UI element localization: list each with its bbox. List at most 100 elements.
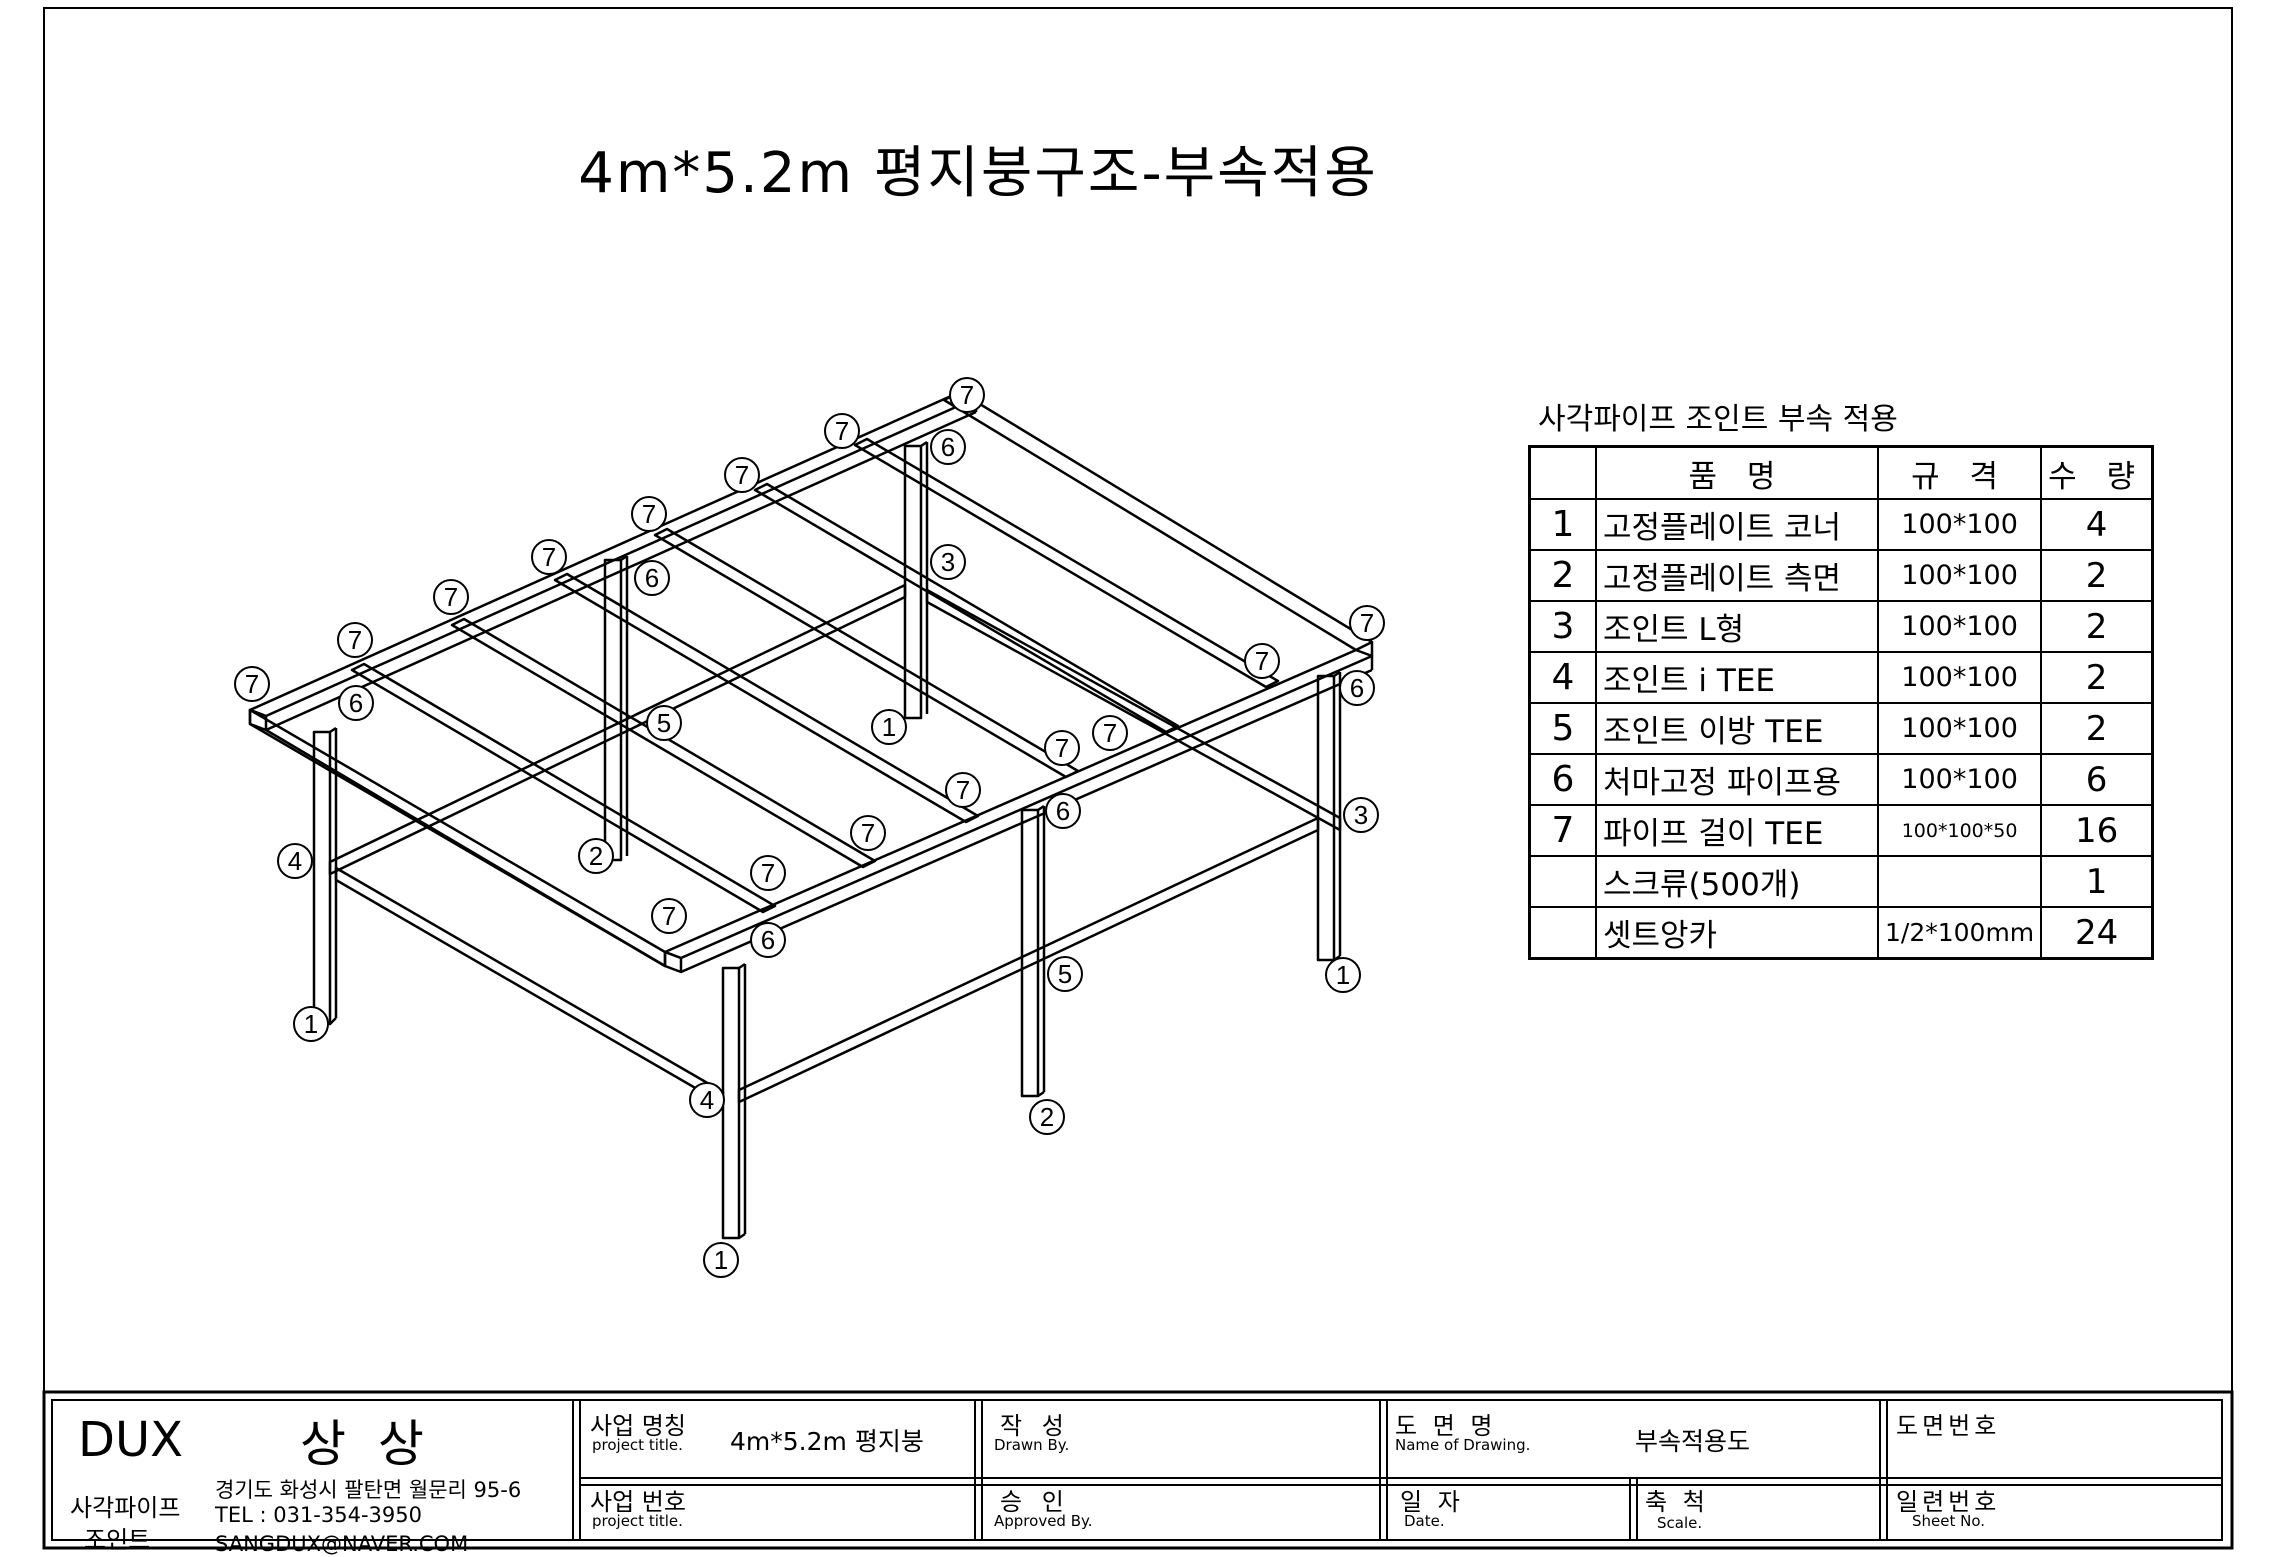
svg-text:1: 1 — [882, 712, 896, 742]
svg-text:4: 4 — [288, 846, 302, 876]
svg-text:3: 3 — [941, 547, 955, 577]
callout-5: 5 — [646, 705, 682, 741]
table-row: 7 파이프 걸이 TEE 100*100*50 16 — [1528, 804, 2154, 857]
table-row: 셋트앙카 1/2*100mm 24 — [1528, 906, 2154, 960]
callout-4: 4 — [689, 1082, 725, 1118]
callout-7: 7 — [631, 496, 667, 532]
callout-2: 2 — [1029, 1099, 1065, 1135]
callout-3: 3 — [1343, 797, 1379, 833]
callout-7: 7 — [724, 457, 760, 493]
table-row: 4 조인트 i TEE 100*100 2 — [1528, 651, 2154, 704]
approved-by-sub: Approved By. — [994, 1512, 1093, 1530]
svg-text:2: 2 — [1040, 1102, 1054, 1132]
rafter — [853, 437, 1280, 689]
header-name: 품 명 — [1595, 445, 1879, 500]
svg-text:1: 1 — [714, 1245, 728, 1275]
svg-text:5: 5 — [657, 708, 671, 738]
header-qty: 수 량 — [2040, 445, 2154, 500]
svg-text:7: 7 — [542, 542, 556, 572]
table-row: 6 처마고정 파이프용 100*100 6 — [1528, 753, 2154, 806]
callout-7: 7 — [1349, 605, 1385, 641]
callout-6: 6 — [634, 560, 670, 596]
project-name-label: 사업 명칭 — [590, 1412, 686, 1440]
parts-table-header: 품 명 규 격 수 량 — [1528, 445, 2154, 500]
svg-text:7: 7 — [1360, 608, 1374, 638]
parts-table: 품 명 규 격 수 량 1 고정플레이트 코너 100*100 4 2 고정플레… — [1528, 445, 2155, 960]
product-line-2: 조인트 — [84, 1526, 151, 1554]
callout-6: 6 — [750, 922, 786, 958]
callout-6: 6 — [1339, 670, 1375, 706]
svg-text:6: 6 — [349, 688, 363, 718]
callout-1: 1 — [871, 709, 907, 745]
callout-7: 7 — [651, 898, 687, 934]
product-line-1: 사각파이프 — [70, 1494, 181, 1522]
svg-text:7: 7 — [348, 625, 362, 655]
callout-6: 6 — [930, 429, 966, 465]
callout-2: 2 — [578, 838, 614, 874]
approved-by-label: 승 인 — [1000, 1488, 1070, 1516]
callout-7: 7 — [750, 855, 786, 891]
header-spec: 규 격 — [1876, 445, 2043, 500]
project-name-sub: project title. — [592, 1436, 683, 1454]
post-back-middle — [1020, 804, 1046, 1098]
lower-tie-back — [737, 816, 1320, 1104]
callout-7: 7 — [337, 622, 373, 658]
rafter — [753, 482, 1180, 734]
table-row: 스크류(500개) 1 — [1528, 855, 2154, 908]
callout-1: 1 — [1325, 957, 1361, 993]
callout-7: 7 — [1044, 730, 1080, 766]
drawing-title: 4m*5.2m 평지붕구조-부속적용 — [578, 141, 1378, 206]
callout-7: 7 — [531, 539, 567, 575]
callout-7: 7 — [433, 579, 469, 615]
callout-6: 6 — [1045, 793, 1081, 829]
svg-text:7: 7 — [861, 818, 875, 848]
callout-7: 7 — [949, 377, 985, 413]
callout-5: 5 — [1047, 956, 1083, 992]
callout-7: 7 — [1092, 715, 1128, 751]
company-name: DUX — [78, 1412, 183, 1468]
rafter — [553, 572, 980, 824]
drawn-by-sub: Drawn By. — [994, 1436, 1070, 1454]
svg-text:1: 1 — [1336, 960, 1350, 990]
callout-6: 6 — [338, 685, 374, 721]
drawing-name-sub: Name of Drawing. — [1395, 1436, 1531, 1454]
callout-4: 4 — [277, 843, 313, 879]
drawn-by-label: 작 성 — [1000, 1412, 1070, 1440]
sheet-number-sub: Sheet No. — [1912, 1512, 1986, 1530]
svg-text:7: 7 — [662, 901, 676, 931]
svg-text:7: 7 — [1103, 718, 1117, 748]
company-address: 경기도 화성시 팔탄면 월문리 95-6 — [215, 1478, 522, 1502]
svg-text:5: 5 — [1058, 959, 1072, 989]
svg-text:6: 6 — [941, 432, 955, 462]
svg-text:7: 7 — [444, 582, 458, 612]
date-sub: Date. — [1404, 1512, 1445, 1530]
company-tel: TEL : 031-354-3950 — [215, 1503, 422, 1527]
callout-7: 7 — [234, 666, 270, 702]
lower-tie-right — [925, 588, 1342, 832]
callout-7: 7 — [1244, 643, 1280, 679]
company-korean-name: 상 상 — [300, 1415, 432, 1473]
svg-text:6: 6 — [645, 563, 659, 593]
scale-sub: Scale. — [1657, 1514, 1703, 1532]
svg-text:7: 7 — [245, 669, 259, 699]
svg-text:7: 7 — [960, 380, 974, 410]
table-row: 1 고정플레이트 코너 100*100 4 — [1528, 498, 2154, 551]
table-row: 5 조인트 이방 TEE 100*100 2 — [1528, 702, 2154, 755]
drawing-name-value: 부속적용도 — [1635, 1427, 1751, 1456]
svg-text:7: 7 — [761, 858, 775, 888]
callout-7: 7 — [850, 815, 886, 851]
table-row: 3 조인트 L형 100*100 2 — [1528, 600, 2154, 653]
scale-label: 축 척 — [1645, 1488, 1709, 1516]
callout-3: 3 — [930, 544, 966, 580]
parts-table-title: 사각파이프 조인트 부속 적용 — [1538, 402, 1898, 437]
rafter — [653, 527, 1080, 779]
svg-text:4: 4 — [700, 1085, 714, 1115]
svg-text:2: 2 — [589, 841, 603, 871]
svg-text:6: 6 — [1056, 796, 1070, 826]
project-name-value: 4m*5.2m 평지붕 — [730, 1427, 924, 1456]
lower-tie-front — [328, 583, 907, 876]
callout-1: 1 — [293, 1006, 329, 1042]
svg-text:6: 6 — [761, 925, 775, 955]
